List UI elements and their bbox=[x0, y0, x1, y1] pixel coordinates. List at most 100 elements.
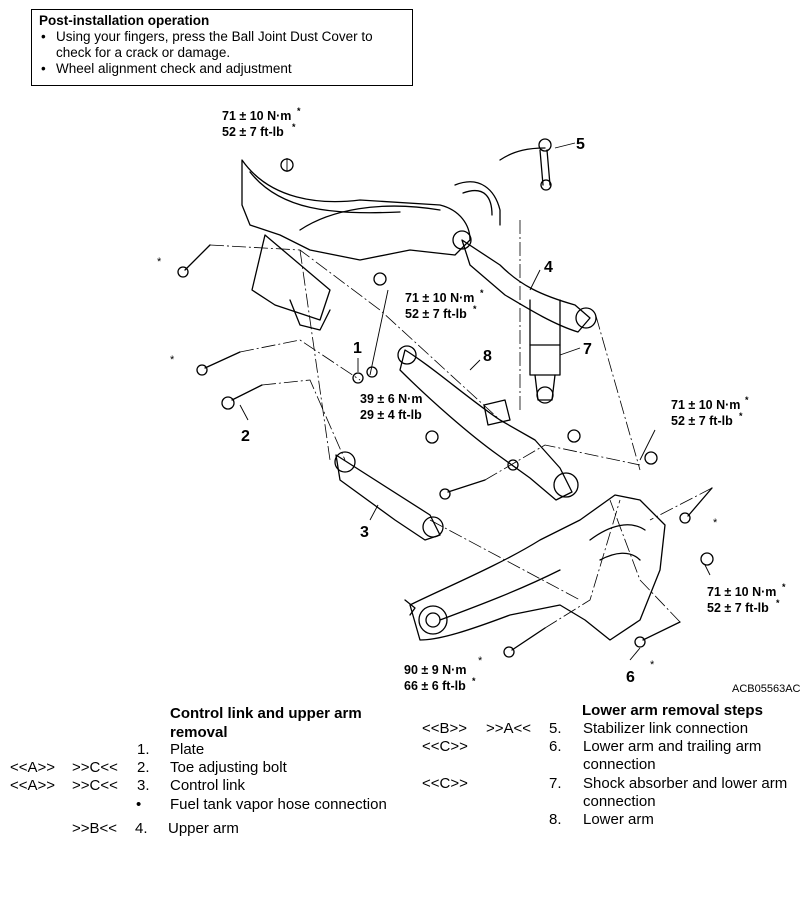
right-legend-row: <<C>> 6. Lower arm and trailing arm conn… bbox=[420, 738, 805, 774]
suspension-exploded-diagram: 71 ± 10 N·m * 52 ± 7 ft-lb * 71 ± 10 N·m… bbox=[157, 106, 786, 693]
item-text-cont: connection bbox=[583, 793, 656, 810]
removal-mark: <<A>> bbox=[10, 759, 56, 776]
left-legend-title: Control link and upper arm removal bbox=[170, 704, 362, 742]
upper-arm bbox=[461, 239, 591, 333]
torque-star: * bbox=[297, 106, 301, 116]
torque-star: * bbox=[473, 304, 477, 314]
nut bbox=[644, 451, 658, 465]
right-legend-title: Lower arm removal steps bbox=[582, 702, 763, 719]
torque-star: * bbox=[292, 122, 296, 132]
nut bbox=[507, 459, 519, 471]
torque-star: * bbox=[739, 411, 743, 421]
shock-absorber bbox=[529, 344, 561, 376]
torque-ftlb: 52 ± 7 ft-lb bbox=[671, 414, 733, 428]
bolt bbox=[231, 384, 263, 401]
plate bbox=[483, 399, 511, 426]
item-number: 5. bbox=[549, 720, 562, 737]
asterisk: * bbox=[157, 256, 162, 268]
torque-ftlb: 52 ± 7 ft-lb bbox=[222, 125, 284, 139]
item-text: Toe adjusting bolt bbox=[170, 759, 287, 776]
stabilizer-bar bbox=[454, 181, 501, 226]
nut bbox=[373, 272, 387, 286]
asterisk: * bbox=[650, 659, 655, 671]
post-installation-note: Post-installation operation Using your f… bbox=[31, 9, 413, 86]
callout-7: 7 bbox=[583, 341, 592, 358]
install-mark: >>C<< bbox=[72, 777, 118, 794]
callout-2: 2 bbox=[241, 428, 250, 445]
item-number: 4. bbox=[135, 820, 148, 837]
bolt bbox=[642, 621, 681, 641]
left-legend-row: <<A>> >>C<< 3. Control link bbox=[0, 777, 400, 795]
item-text: Lower arm and trailing arm bbox=[583, 738, 762, 755]
callout-8: 8 bbox=[483, 348, 492, 365]
bolt bbox=[447, 479, 486, 493]
right-legend-row: <<C>> 7. Shock absorber and lower arm co… bbox=[420, 775, 805, 811]
item-text: Stabilizer link connection bbox=[583, 720, 749, 737]
torque-nm: 71 ± 10 N·m bbox=[222, 109, 291, 123]
torque-nm: 39 ± 6 N·m bbox=[360, 392, 422, 406]
item-bullet: • bbox=[136, 796, 142, 813]
bolt bbox=[204, 351, 241, 369]
bolt bbox=[511, 627, 546, 651]
asterisk: * bbox=[478, 655, 483, 667]
torque-nm: 71 ± 10 N·m bbox=[707, 585, 776, 599]
item-text: Shock absorber and lower arm bbox=[583, 775, 788, 792]
item-text: Control link bbox=[170, 777, 246, 794]
torque-star: * bbox=[745, 395, 749, 405]
note-item: Using your fingers, press the Ball Joint… bbox=[39, 29, 405, 61]
bolt bbox=[687, 487, 713, 517]
item-number: 6. bbox=[549, 738, 562, 755]
torque-ftlb: 66 ± 6 ft-lb bbox=[404, 679, 466, 693]
install-mark: >>B<< bbox=[72, 820, 118, 837]
crossmember bbox=[241, 159, 471, 261]
item-text: Fuel tank vapor hose connection bbox=[170, 796, 387, 813]
torque-star: * bbox=[480, 288, 484, 298]
left-legend-title-line: removal bbox=[170, 724, 228, 741]
asterisk: * bbox=[170, 354, 175, 366]
torque-nm: 71 ± 10 N·m bbox=[671, 398, 740, 412]
item-number: 1. bbox=[137, 741, 150, 758]
item-text: Plate bbox=[170, 741, 205, 758]
left-legend-row: <<A>> >>C<< 2. Toe adjusting bolt bbox=[0, 759, 400, 777]
note-title: Post-installation operation bbox=[39, 13, 210, 28]
removal-mark: <<C>> bbox=[422, 738, 468, 755]
torque-ftlb: 52 ± 7 ft-lb bbox=[405, 307, 467, 321]
item-text-cont: connection bbox=[583, 756, 656, 773]
left-legend-title-line: Control link and upper arm bbox=[170, 705, 362, 722]
torque-nm: 71 ± 10 N·m bbox=[405, 291, 474, 305]
item-number: 8. bbox=[549, 811, 562, 828]
left-legend-row: 1. Plate bbox=[0, 741, 400, 759]
torque-ftlb: 29 ± 4 ft-lb bbox=[360, 408, 422, 422]
item-number: 7. bbox=[549, 775, 562, 792]
bolt bbox=[184, 244, 211, 271]
torque-ftlb: 52 ± 7 ft-lb bbox=[707, 601, 769, 615]
removal-mark: <<B>> bbox=[422, 720, 468, 737]
stabilizer-link bbox=[539, 149, 551, 186]
right-legend-row: 8. Lower arm bbox=[420, 811, 805, 829]
asterisk: * bbox=[713, 517, 718, 529]
install-mark: >>C<< bbox=[72, 759, 118, 776]
callout-1: 1 bbox=[353, 340, 362, 357]
left-legend-row: • Fuel tank vapor hose connection bbox=[0, 796, 400, 814]
note-list: Using your fingers, press the Ball Joint… bbox=[39, 29, 405, 77]
torque-star: * bbox=[472, 676, 476, 686]
callout-4: 4 bbox=[544, 259, 553, 276]
callout-6: 6 bbox=[626, 669, 635, 686]
torque-nm: 90 ± 9 N·m bbox=[404, 663, 466, 677]
item-number: 3. bbox=[137, 777, 150, 794]
trailing-arm bbox=[409, 494, 666, 641]
torque-star: * bbox=[776, 598, 780, 608]
lower-arm-8 bbox=[399, 349, 573, 501]
install-mark: >>A<< bbox=[486, 720, 532, 737]
removal-mark: <<C>> bbox=[422, 775, 468, 792]
figure-code: ACB05563AC bbox=[732, 683, 801, 695]
torque-star: * bbox=[782, 582, 786, 592]
removal-mark: <<A>> bbox=[10, 777, 56, 794]
item-text: Upper arm bbox=[168, 820, 239, 837]
note-item: Wheel alignment check and adjustment bbox=[39, 61, 405, 77]
left-legend-row: >>B<< 4. Upper arm bbox=[0, 820, 400, 838]
control-link bbox=[335, 454, 441, 541]
item-number: 2. bbox=[137, 759, 150, 776]
item-text: Lower arm bbox=[583, 811, 654, 828]
nut bbox=[425, 430, 439, 444]
